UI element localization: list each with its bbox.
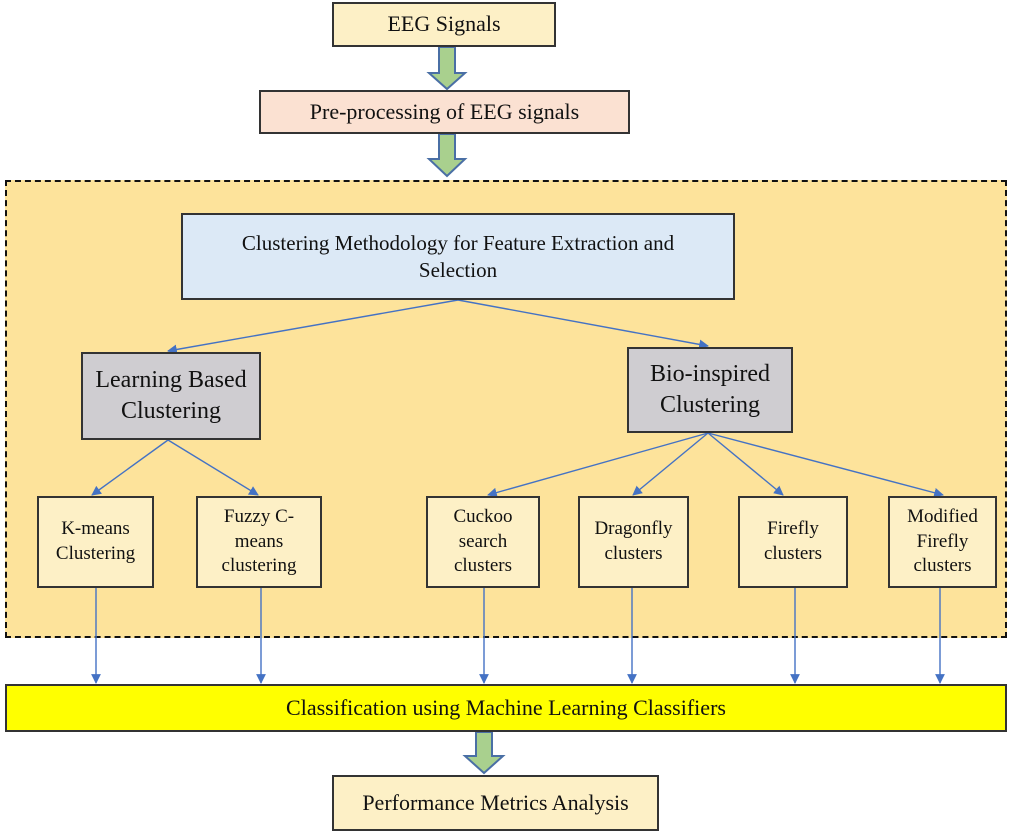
- eeg-signals-node: EEG Signals: [332, 2, 556, 47]
- modified-firefly-node: Modified Firefly clusters: [888, 496, 997, 588]
- firefly-clusters-node: Firefly clusters: [738, 496, 848, 588]
- edge-methodology-to-bio: [457, 299, 709, 350]
- learning-based-clustering-label: Learning Based Clustering: [95, 366, 247, 424]
- clustering-methodology-node: Clustering Methodology for Feature Extra…: [181, 213, 735, 300]
- kmeans-clustering-label: K-means Clustering: [55, 518, 136, 564]
- preprocessing-label: Pre-processing of EEG signals: [309, 98, 580, 124]
- learning-based-clustering-node: Learning Based Clustering: [81, 352, 261, 440]
- fuzzy-cmeans-node: Fuzzy C- means clustering: [196, 496, 322, 588]
- edge-methodology-to-learning: [167, 299, 459, 355]
- block-arrow-classification-to-performance: [462, 731, 506, 775]
- edge-learning-to-fuzzy: [167, 439, 259, 496]
- edge-bio-to-dragonfly: [632, 432, 709, 496]
- modified-firefly-label: Modified Firefly clusters: [907, 505, 978, 577]
- fuzzy-cmeans-label: Fuzzy C- means clustering: [221, 505, 297, 577]
- dragonfly-clusters-node: Dragonfly clusters: [578, 496, 689, 588]
- preprocessing-node: Pre-processing of EEG signals: [259, 90, 630, 134]
- performance-metrics-node: Performance Metrics Analysis: [332, 775, 659, 831]
- bio-inspired-clustering-label: Bio-inspired Clustering: [650, 360, 770, 418]
- cuckoo-search-node: Cuckoo search clusters: [426, 496, 540, 588]
- performance-metrics-label: Performance Metrics Analysis: [362, 789, 629, 815]
- edge-learning-to-kmeans: [91, 439, 169, 496]
- kmeans-clustering-node: K-means Clustering: [37, 496, 154, 588]
- eeg-signals-label: EEG Signals: [387, 11, 501, 37]
- edge-bio-to-modified-firefly: [707, 432, 944, 498]
- block-arrow-eeg-to-preprocessing: [426, 46, 468, 91]
- edge-bio-to-firefly: [707, 432, 784, 496]
- edge-bio-to-cuckoo: [487, 432, 709, 498]
- classification-label: Classification using Machine Learning Cl…: [286, 694, 726, 720]
- cuckoo-search-label: Cuckoo search clusters: [453, 505, 513, 577]
- bio-inspired-clustering-node: Bio-inspired Clustering: [627, 347, 793, 433]
- dragonfly-clusters-label: Dragonfly clusters: [594, 518, 673, 564]
- classification-node: Classification using Machine Learning Cl…: [5, 684, 1007, 732]
- firefly-clusters-label: Firefly clusters: [763, 518, 823, 564]
- block-arrow-preprocessing-to-region: [426, 133, 468, 178]
- clustering-methodology-label: Clustering Methodology for Feature Extra…: [241, 231, 675, 282]
